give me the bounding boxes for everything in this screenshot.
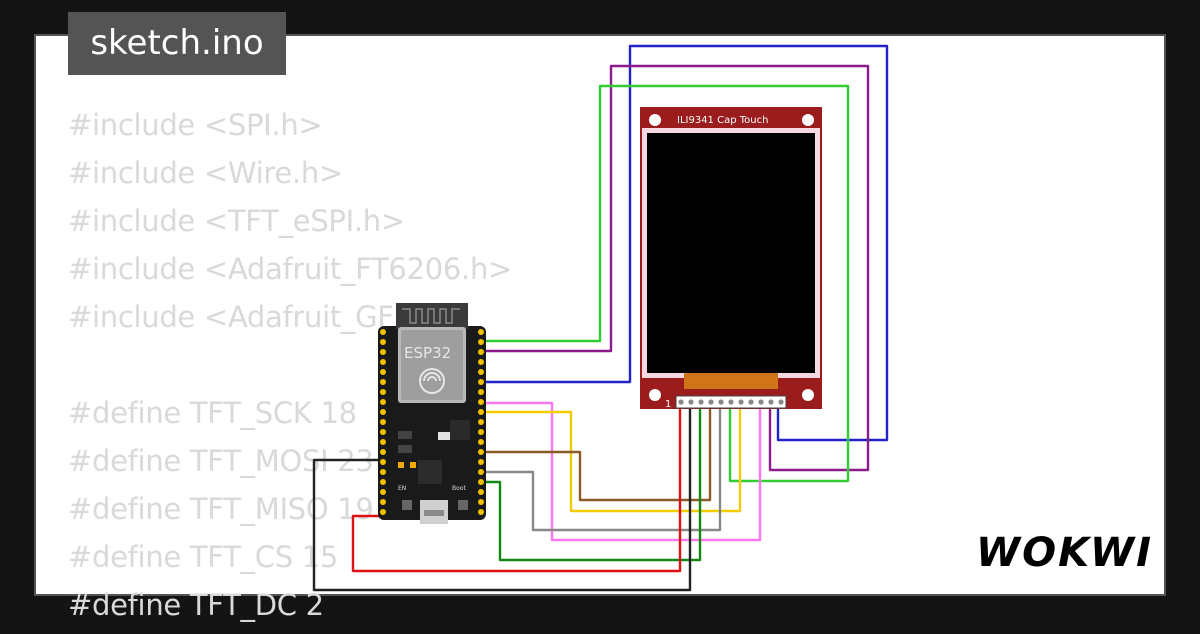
header-pin [380,479,386,485]
header-pin [478,469,484,475]
pin1-label: 1 [665,399,671,410]
wire-green[interactable] [481,84,850,483]
code-line: #include <Wire.h> [68,156,343,190]
wire-darkgreen[interactable] [481,403,702,562]
header-pin [380,439,386,445]
espressif-logo-icon [419,368,445,394]
code-line: #define TFT_SCK 18 [68,396,357,430]
header-pin [478,429,484,435]
esp32-board[interactable]: ESP32 EN Boot [378,303,486,524]
header-pin [380,409,386,415]
header-pin [478,359,484,365]
display-screen [647,133,815,373]
header-pin [478,479,484,485]
boot-label: Boot [452,485,466,492]
header-pin [478,499,484,505]
wire-blue[interactable] [481,44,889,442]
header-pin [478,449,484,455]
display-pin [718,399,724,405]
en-label: EN [398,485,406,492]
header-pin [478,339,484,345]
code-line: #include <Adafruit_FT6206.h> [68,252,513,286]
display-label: ILI9341 Cap Touch [677,115,768,126]
header-pin [380,379,386,385]
code-line: #define TFT_DC 2 [68,588,324,622]
header-pin [380,419,386,425]
display-pin [678,399,684,405]
esp32-label: ESP32 [404,344,451,362]
header-pin [380,359,386,365]
header-pin [478,439,484,445]
code-listing: #include <SPI.h> #include <Wire.h> #incl… [68,106,512,634]
header-pin [478,409,484,415]
header-pin [380,329,386,335]
header-pin [380,349,386,355]
header-pin [478,329,484,335]
code-line: #define TFT_MISO 19 [68,492,374,526]
filename-tab[interactable]: sketch.ino [68,12,286,75]
ili9341-display[interactable]: ILI9341 Cap Touch 1 [640,107,822,410]
wire-purple[interactable] [481,64,870,472]
display-pin [688,399,694,405]
header-pin [380,469,386,475]
header-pin [380,449,386,455]
display-ribbon [684,373,778,389]
header-pin [380,389,386,395]
display-pin [748,399,754,405]
header-pin [380,429,386,435]
header-pin [478,509,484,515]
display-pin [728,399,734,405]
header-pin [380,339,386,345]
display-pin [738,399,744,405]
wire-black[interactable] [312,403,692,592]
header-pin [478,489,484,495]
header-pin [380,459,386,465]
wire-brown[interactable] [481,403,712,502]
en-button[interactable] [402,500,412,510]
display-pin [758,399,764,405]
header-pin [380,489,386,495]
wire-gray[interactable] [481,403,722,532]
header-pin [478,459,484,465]
code-line: #include <SPI.h> [68,108,323,142]
boot-button[interactable] [458,500,468,510]
wire-pink[interactable] [481,401,762,542]
wire-yellow[interactable] [481,403,742,513]
wokwi-logo: WOKWI [976,530,1153,576]
header-pin [478,379,484,385]
display-pin [698,399,704,405]
wires [312,44,889,592]
header-pin [380,499,386,505]
header-pin [478,389,484,395]
wire-red[interactable] [351,403,682,573]
code-line: #define TFT_CS 15 [68,540,339,574]
header-pin [478,399,484,405]
display-pins [678,399,784,405]
esp32-pins [380,329,484,515]
code-line: #include <TFT_eSPI.h> [68,204,405,238]
header-pin [380,509,386,515]
header-pin [380,399,386,405]
display-pin [708,399,714,405]
header-pin [478,349,484,355]
display-pin [768,399,774,405]
header-pin [478,419,484,425]
header-pin [478,369,484,375]
header-pin [380,369,386,375]
display-pin [778,399,784,405]
